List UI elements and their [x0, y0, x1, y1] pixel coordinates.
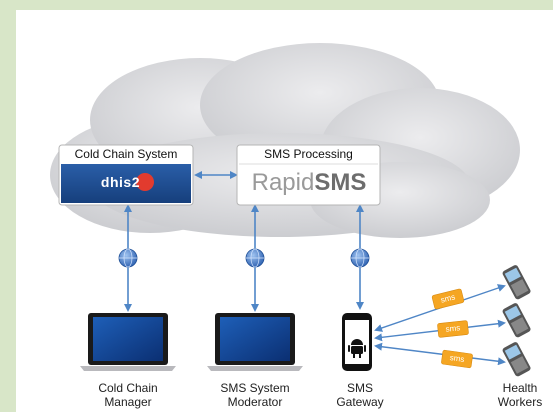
laptop-icon [80, 313, 176, 371]
label-line: Manager [104, 395, 152, 409]
cold-chain-system-box [58, 144, 194, 206]
globe-icon [350, 248, 370, 268]
rapidsms-logo: RapidSMS [241, 168, 377, 198]
globe-icon [245, 248, 265, 268]
mobile-phone-icon [502, 342, 531, 377]
android-phone-icon [342, 313, 372, 371]
mobile-phone-icon [502, 265, 531, 300]
label-line: Health [502, 381, 538, 395]
rapidsms-logo-bold: SMS [314, 169, 367, 196]
label-line: Gateway [336, 395, 384, 409]
laptop-icon [207, 313, 303, 371]
cold-chain-system-title: Cold Chain System [74, 147, 178, 161]
sms-processing-title: SMS Processing [264, 147, 353, 161]
label-line: Workers [497, 395, 543, 409]
cloud-icon [50, 43, 520, 238]
label-line: SMS [346, 381, 373, 395]
rapidsms-logo-light: Rapid [251, 169, 315, 196]
sms-system-moderator-label: SMS System Moderator [205, 381, 305, 409]
label-line: SMS System [220, 381, 290, 395]
health-workers-label: Health Workers [488, 381, 552, 409]
dhis2-logo-icon [136, 173, 154, 191]
sms-gateway-label: SMS Gateway [325, 381, 395, 409]
dhis2-logo: dhis2 [100, 174, 140, 190]
sms-badge-icon [431, 288, 473, 369]
globe-icon [118, 248, 138, 268]
label-line: Cold Chain [98, 381, 158, 395]
label-line: Moderator [227, 395, 283, 409]
mobile-phone-icon [502, 303, 531, 338]
sms-processing-box [236, 144, 381, 206]
sms-link-3 [374, 342, 506, 366]
cold-chain-manager-label: Cold Chain Manager [78, 381, 178, 409]
